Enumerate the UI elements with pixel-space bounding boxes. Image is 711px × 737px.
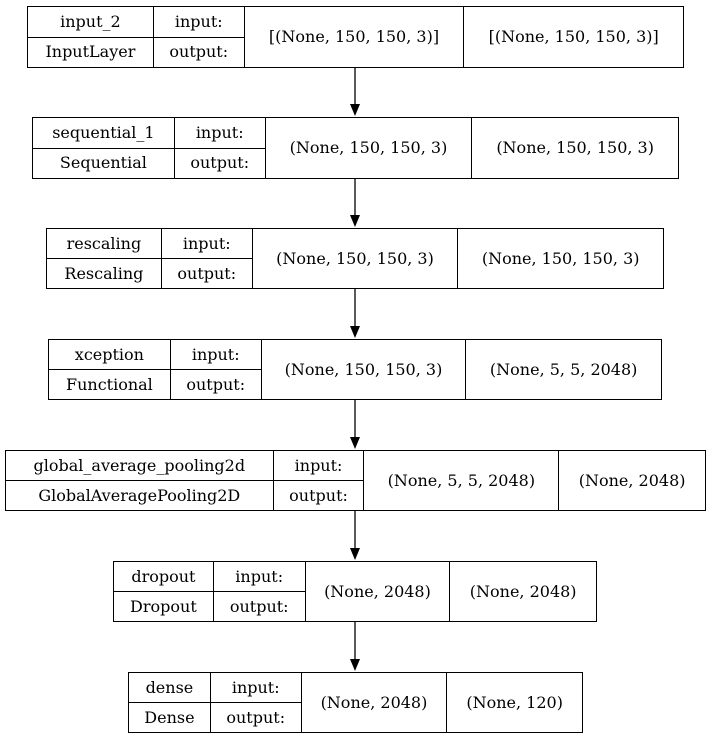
output-shape: (None, 5, 5, 2048) [489, 359, 638, 379]
io-label-column: input: output: [161, 229, 253, 288]
output-shape: (None, 2048) [578, 470, 686, 490]
io-label-column: input: output: [213, 562, 306, 621]
arrowhead-dropout [350, 548, 360, 560]
arrowhead-rescaling [350, 215, 360, 227]
output-label: output: [226, 707, 286, 727]
input-shape: (None, 150, 150, 3) [253, 229, 459, 288]
layer-name: global_average_pooling2d [6, 451, 273, 481]
input-shape: (None, 2048) [306, 562, 451, 621]
output-label: output: [169, 42, 229, 62]
layer-class: Dense [144, 707, 195, 727]
input-label: input: [170, 340, 261, 370]
input-shape: [(None, 150, 150, 3)] [245, 7, 465, 67]
io-label-column: input: output: [174, 118, 266, 178]
layer-class: Rescaling [64, 263, 144, 283]
input-label: input: [161, 229, 252, 259]
io-label-column: input: output: [153, 7, 245, 67]
input-label: input: [153, 7, 244, 38]
arrowhead-sequential_1 [350, 104, 360, 116]
input-shape: (None, 150, 150, 3) [266, 118, 473, 178]
output-label: output: [177, 263, 237, 283]
output-shape: (None, 150, 150, 3) [481, 248, 640, 268]
layer-name: rescaling [47, 229, 161, 259]
output-label: output: [186, 374, 246, 394]
output-shape: (None, 120) [466, 692, 563, 712]
output-shape: (None, 2048) [469, 581, 577, 601]
layer-name: input_2 [28, 7, 153, 38]
input-label: input: [210, 673, 301, 703]
input-shape: (None, 5, 5, 2048) [364, 451, 560, 510]
layer-class: Sequential [59, 153, 147, 173]
output-shape: [(None, 150, 150, 3)] [488, 27, 659, 46]
input-label: input: [174, 118, 265, 149]
layer-class: InputLayer [45, 42, 136, 62]
layer-class: Dropout [130, 596, 197, 616]
layer-name: dropout [114, 562, 213, 592]
output-label: output: [190, 153, 250, 173]
io-label-column: input: output: [210, 673, 302, 732]
input-shape: (None, 150, 150, 3) [262, 340, 467, 399]
layer-name: sequential_1 [33, 118, 174, 149]
output-shape: (None, 150, 150, 3) [496, 138, 654, 157]
arrowhead-xception [350, 326, 360, 338]
arrowhead-global_average_pooling2d [350, 437, 360, 449]
io-label-column: input: output: [170, 340, 262, 399]
input-shape: (None, 2048) [302, 673, 448, 732]
layer-name: dense [129, 673, 210, 703]
input-label: input: [213, 562, 305, 592]
layer-name: xception [49, 340, 170, 370]
output-label: output: [289, 485, 348, 505]
layer-class: Functional [65, 374, 153, 394]
output-label: output: [229, 596, 289, 616]
layer-class: GlobalAveragePooling2D [38, 485, 241, 505]
input-label: input: [273, 451, 364, 481]
arrowhead-dense [350, 659, 360, 671]
io-label-column: input: output: [273, 451, 365, 510]
